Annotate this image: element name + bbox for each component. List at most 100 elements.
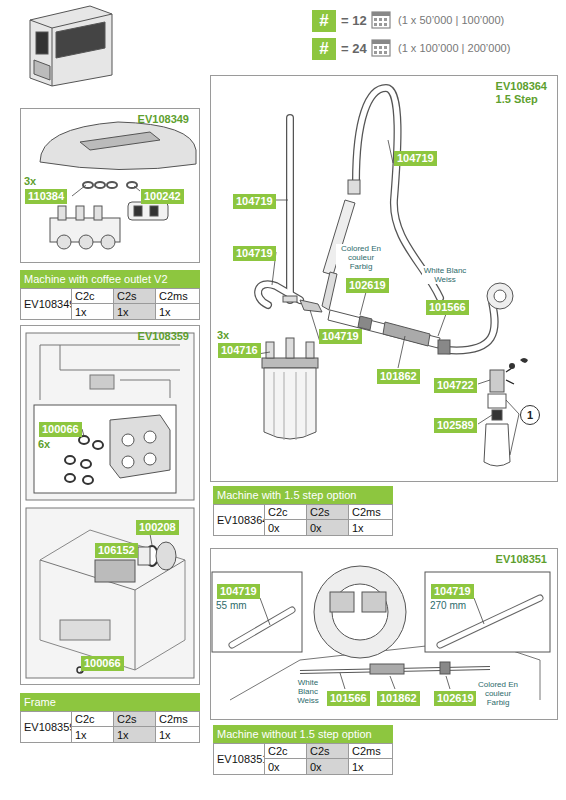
table-cell: C2c <box>71 711 114 727</box>
part-number-callout: 101566 <box>327 691 370 706</box>
part-number: 101862 <box>380 692 417 704</box>
part-number-callout: 110384 <box>25 189 67 204</box>
table-header-band: Machine with coffee outlet V2 <box>20 270 200 288</box>
part-number-callout: 100066 <box>81 656 124 671</box>
part-number-callout: 100066 <box>39 422 82 437</box>
table-cell: C2s <box>113 288 156 304</box>
callout-circle: 1 <box>520 405 540 425</box>
part-number: 1 <box>527 409 533 421</box>
part-number: 104719 <box>434 585 471 597</box>
color-note: White Blanc Weiss <box>422 266 468 284</box>
part-number-callout: 104716 <box>218 343 261 358</box>
part-number: 104716 <box>221 344 258 356</box>
table-cell: C2ms <box>155 288 200 304</box>
part-number: 101566 <box>330 692 367 704</box>
part-number: 104719 <box>322 330 359 342</box>
part-panel: EV108359 100066 100208 106152 100066 <box>20 325 200 685</box>
part-number-callout: 104719 <box>319 329 362 344</box>
panel-title: 1.5 Step <box>496 93 547 106</box>
part-number: 102619 <box>349 279 386 291</box>
part-number-callout: 106152 <box>95 543 138 558</box>
part-number-callout: 100242 <box>141 189 184 204</box>
table-cell: 1x <box>348 519 393 536</box>
table-cell: 1x <box>113 303 156 320</box>
panel-title: EV108359 <box>138 330 189 343</box>
table-cell: 1x <box>71 303 114 320</box>
part-number-callout: 101566 <box>426 300 469 315</box>
table-cell: 1x <box>71 726 114 743</box>
panel-heading: EV1083641.5 Step <box>496 80 547 106</box>
table-cell: 1x <box>348 758 393 775</box>
part-number: 104719 <box>397 152 434 164</box>
part-number: 102619 <box>437 692 474 704</box>
part-number: 104719 <box>220 585 257 597</box>
label-text: 55 mm <box>216 600 247 611</box>
label-text: # <box>312 10 336 32</box>
table-cell: C2ms <box>348 743 393 759</box>
table-cell: EV108349 <box>20 288 72 320</box>
table-cell: EV108351 <box>213 743 265 775</box>
label-text: 6x <box>38 438 50 450</box>
legend-text: = 12 <box>341 13 367 28</box>
part-number: 100242 <box>144 190 181 202</box>
part-number: Machine without 1.5 step option <box>217 728 372 740</box>
label-text: # <box>312 38 336 60</box>
panel-title: EV108351 <box>496 553 547 566</box>
part-panel: EV1083641.5 Step 104719 104719 104719 102619… <box>210 75 558 482</box>
panel-title: EV108349 <box>138 113 189 126</box>
table-cell: 0x <box>264 758 307 775</box>
table-header-band: Machine with 1.5 step option <box>213 486 393 504</box>
table-cell: C2s <box>113 711 156 727</box>
table-cell: 1x <box>113 726 156 743</box>
part-number: 104719 <box>236 247 273 259</box>
part-number: Machine with coffee outlet V2 <box>24 273 168 285</box>
part-number: 101862 <box>380 370 417 382</box>
part-panel: EV108349 110384 100242 <box>20 108 200 263</box>
label-text: (1 x 50’000 | 100’000) <box>398 14 504 26</box>
part-number: 100066 <box>84 657 121 669</box>
table-cell: C2s <box>306 743 349 759</box>
label-text: 3x <box>24 175 36 187</box>
part-number-callout: 104719 <box>233 194 276 209</box>
table-cell: 1x <box>155 303 200 320</box>
panel-title: EV108364 <box>496 80 547 93</box>
table-cell: 0x <box>306 519 349 536</box>
part-number: Frame <box>24 696 56 708</box>
part-number: 106152 <box>98 544 135 556</box>
table-cell: C2ms <box>348 504 393 520</box>
panel-heading: EV108359 <box>138 330 189 343</box>
label-text: 3x <box>217 329 229 341</box>
part-number-callout: 104722 <box>434 378 477 393</box>
panel-heading: EV108349 <box>138 113 189 126</box>
part-number-callout: 101862 <box>377 369 420 384</box>
part-number-callout: 104719 <box>233 246 276 261</box>
part-number-callout: 102619 <box>346 278 389 293</box>
part-number: 101566 <box>429 301 466 313</box>
part-number: 104722 <box>437 379 474 391</box>
legend-text: = 24 <box>341 41 367 56</box>
table-cell: C2c <box>264 743 307 759</box>
part-number-callout: 104719 <box>394 151 437 166</box>
part-number-callout: 104719 <box>431 584 474 599</box>
table-cell: C2c <box>264 504 307 520</box>
part-number-callout: 102589 <box>434 418 477 433</box>
part-number-callout: 102619 <box>434 691 477 706</box>
table-cell: EV108364 <box>213 504 265 536</box>
part-number: Machine with 1.5 step option <box>217 489 356 501</box>
label-text: (1 x 100’000 | 200’000) <box>398 42 510 54</box>
color-note: White Blanc Weiss <box>292 678 324 705</box>
part-number-callout: 104719 <box>217 584 260 599</box>
part-number: 100208 <box>139 521 176 533</box>
part-number: 102589 <box>437 419 474 431</box>
part-number: 110384 <box>28 190 64 202</box>
label-text: 270 mm <box>430 600 466 611</box>
table-cell: C2ms <box>155 711 200 727</box>
table-cell: 1x <box>155 726 200 743</box>
table-cell: C2c <box>71 288 114 304</box>
table-cell: 0x <box>306 758 349 775</box>
table-header-band: Machine without 1.5 step option <box>213 725 393 743</box>
color-note: Colored En couleur Farbig <box>336 244 386 271</box>
table-cell: C2s <box>306 504 349 520</box>
color-note: Colored En couleur Farbig <box>476 680 520 707</box>
panel-heading: EV108351 <box>496 553 547 566</box>
